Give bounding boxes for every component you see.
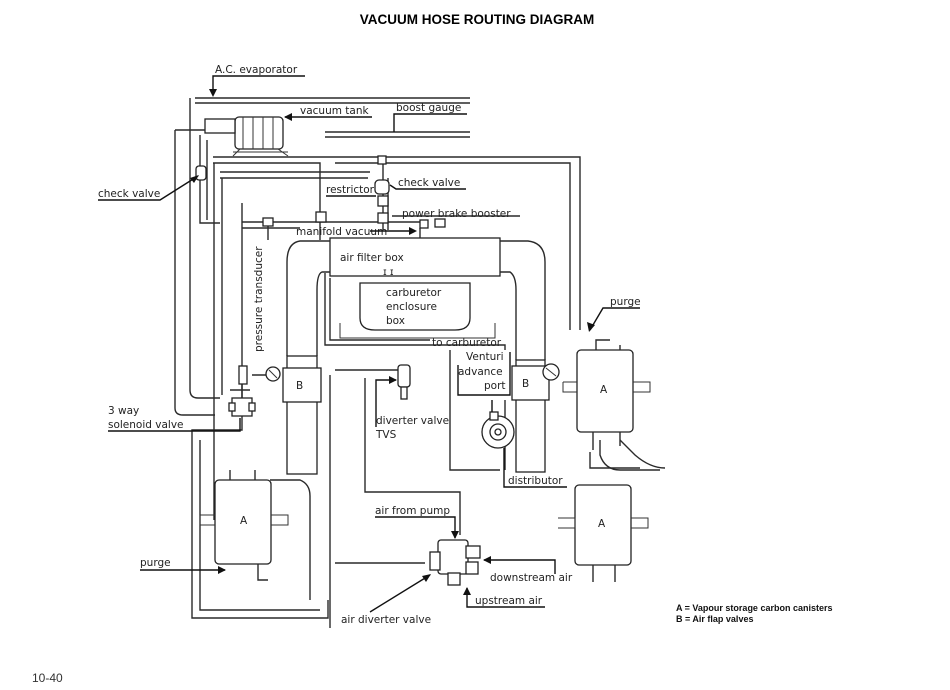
svg-text:carburetor: carburetor	[386, 287, 442, 299]
air-filter-box: air filter box ɪ ɪ	[286, 237, 546, 360]
label-port: port	[484, 380, 506, 392]
svg-text:A: A	[240, 515, 248, 527]
svg-text:A: A	[598, 518, 606, 530]
label-check-valve-right: check valve	[398, 177, 460, 189]
label-boost-gauge: boost gauge	[396, 102, 461, 114]
diverter-valve-tvs	[397, 364, 411, 400]
label-manifold-vacuum: manifold vacuum	[296, 226, 387, 238]
label-venturi: Venturi	[466, 351, 504, 363]
label-distributor: distributor	[508, 475, 563, 487]
label-upstream-air: upstream air	[475, 595, 543, 607]
label-downstream-air: downstream air	[490, 572, 573, 584]
gauge-left	[238, 365, 281, 385]
svg-text:ɪ ɪ: ɪ ɪ	[383, 267, 394, 278]
svg-text:B: B	[296, 380, 303, 392]
air-flap-valve-left: B	[282, 355, 322, 475]
vacuum-tank	[204, 116, 289, 157]
label-restrictor: restrictor	[326, 184, 375, 196]
svg-text:A: A	[600, 384, 608, 396]
label-tvs: TVS	[375, 429, 397, 441]
page-number: 10-40	[32, 671, 63, 685]
fittings	[195, 155, 446, 229]
label-diverter-valve: diverter valve	[376, 415, 449, 427]
label-to-carburetor: to carburetor	[432, 337, 502, 349]
distributor	[481, 411, 515, 449]
labels: A.C. evaporator vacuum tank boost gauge …	[98, 64, 641, 626]
air-diverter-valve	[429, 539, 481, 586]
label-pressure-transducer: pressure transducer	[253, 246, 265, 352]
label-air-diverter-valve: air diverter valve	[341, 614, 431, 626]
air-filter-box-label: air filter box	[340, 252, 404, 264]
svg-text:box: box	[386, 315, 405, 327]
three-way-solenoid-valve	[228, 397, 256, 417]
label-purge-right: purge	[610, 296, 641, 308]
svg-text:enclosure: enclosure	[386, 301, 437, 313]
label-advance: advance	[458, 366, 503, 378]
legend-a: A = Vapour storage carbon canisters	[676, 603, 832, 613]
legend: A = Vapour storage carbon canisters B = …	[676, 603, 832, 624]
label-ac-evaporator: A.C. evaporator	[215, 64, 298, 76]
canister-a-lower-right: A	[558, 484, 649, 582]
label-power-brake-booster: power brake booster	[402, 208, 511, 220]
label-purge-left: purge	[140, 557, 171, 569]
label-air-from-pump: air from pump	[375, 505, 450, 517]
carburetor-enclosure-box: carburetor enclosure box	[339, 282, 496, 339]
svg-text:B: B	[522, 378, 529, 390]
canister-a-upper-right: A	[562, 339, 651, 450]
gauge-right	[542, 363, 560, 381]
legend-b: B = Air flap valves	[676, 614, 753, 624]
air-flap-valve-right: B	[511, 359, 550, 473]
page-title: VACUUM HOSE ROUTING DIAGRAM	[360, 12, 595, 27]
label-vacuum-tank: vacuum tank	[300, 105, 370, 117]
label-check-valve-left: check valve	[98, 188, 160, 200]
label-3-way: 3 way	[108, 405, 139, 417]
label-solenoid-valve: solenoid valve	[108, 419, 184, 431]
canister-a-left: A	[199, 470, 289, 581]
